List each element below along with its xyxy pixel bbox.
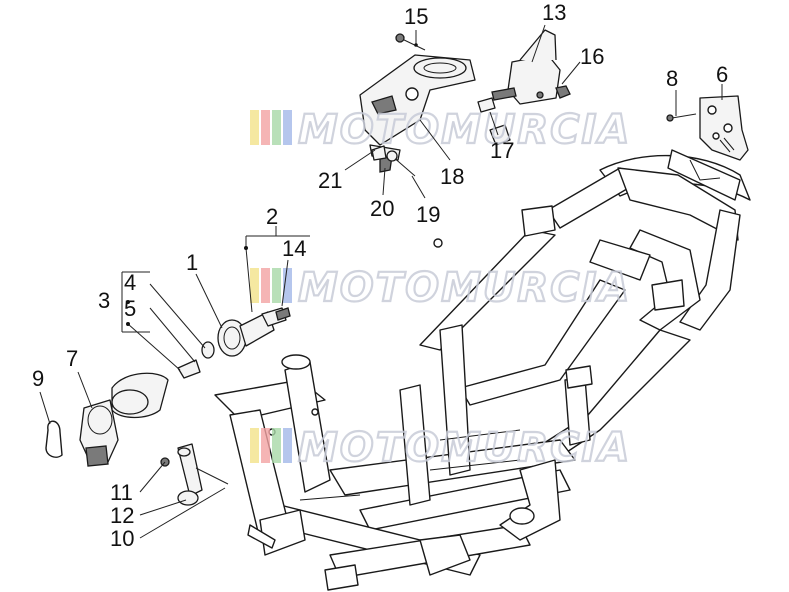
watermark-stripe xyxy=(250,428,259,463)
callout-9: 9 xyxy=(32,366,44,391)
watermark-stripe xyxy=(283,428,292,463)
steering-lock-assembly xyxy=(177,307,291,379)
hinge-plate-assembly xyxy=(666,95,749,161)
watermark-top: MOTOMURCIA xyxy=(250,106,631,154)
watermark-stripe xyxy=(283,110,292,145)
seat-lock-assembly xyxy=(359,29,571,177)
callout-11: 11 xyxy=(110,480,133,505)
watermark-stripe xyxy=(250,110,259,145)
callout-1: 1 xyxy=(186,250,198,275)
part-number-labels: 15 13 16 8 6 17 18 21 20 19 2 14 1 4 3 5… xyxy=(32,0,728,551)
callout-14: 14 xyxy=(282,236,306,261)
callout-8: 8 xyxy=(666,66,678,91)
watermark-stripe xyxy=(272,110,281,145)
callout-19: 19 xyxy=(416,202,440,227)
callout-3: 3 xyxy=(98,288,110,313)
watermark-stripe xyxy=(283,268,292,303)
callout-2: 2 xyxy=(266,204,278,229)
callout-18: 18 xyxy=(440,164,464,189)
watermark-stripe xyxy=(261,110,270,145)
leader-lines xyxy=(39,24,723,539)
leader-dots xyxy=(126,43,418,326)
callout-13: 13 xyxy=(542,0,566,25)
watermark-text: MOTOMURCIA xyxy=(298,425,631,471)
watermark-stripe xyxy=(261,268,270,303)
callout-12: 12 xyxy=(110,503,134,528)
watermark-stripe xyxy=(250,268,259,303)
callout-16: 16 xyxy=(580,44,604,69)
watermark-stripe xyxy=(261,428,270,463)
watermark-stripe xyxy=(272,428,281,463)
callout-4: 4 xyxy=(124,270,136,295)
callout-20: 20 xyxy=(370,196,394,221)
ignition-housing xyxy=(45,372,169,467)
watermark-bottom: MOTOMURCIA xyxy=(250,424,631,472)
callout-5: 5 xyxy=(124,296,136,321)
watermark-text: MOTOMURCIA xyxy=(298,265,631,311)
watermark-text: MOTOMURCIA xyxy=(298,107,631,153)
scooter-frame xyxy=(214,149,751,591)
callout-15: 15 xyxy=(404,4,428,29)
lever-assembly xyxy=(160,443,229,506)
callout-10: 10 xyxy=(110,526,134,551)
callout-21: 21 xyxy=(318,168,342,193)
callout-6: 6 xyxy=(716,62,728,87)
watermark-middle: MOTOMURCIA xyxy=(250,264,631,312)
callout-7: 7 xyxy=(66,346,78,371)
watermark-stripe xyxy=(272,268,281,303)
callout-17: 17 xyxy=(490,138,514,163)
